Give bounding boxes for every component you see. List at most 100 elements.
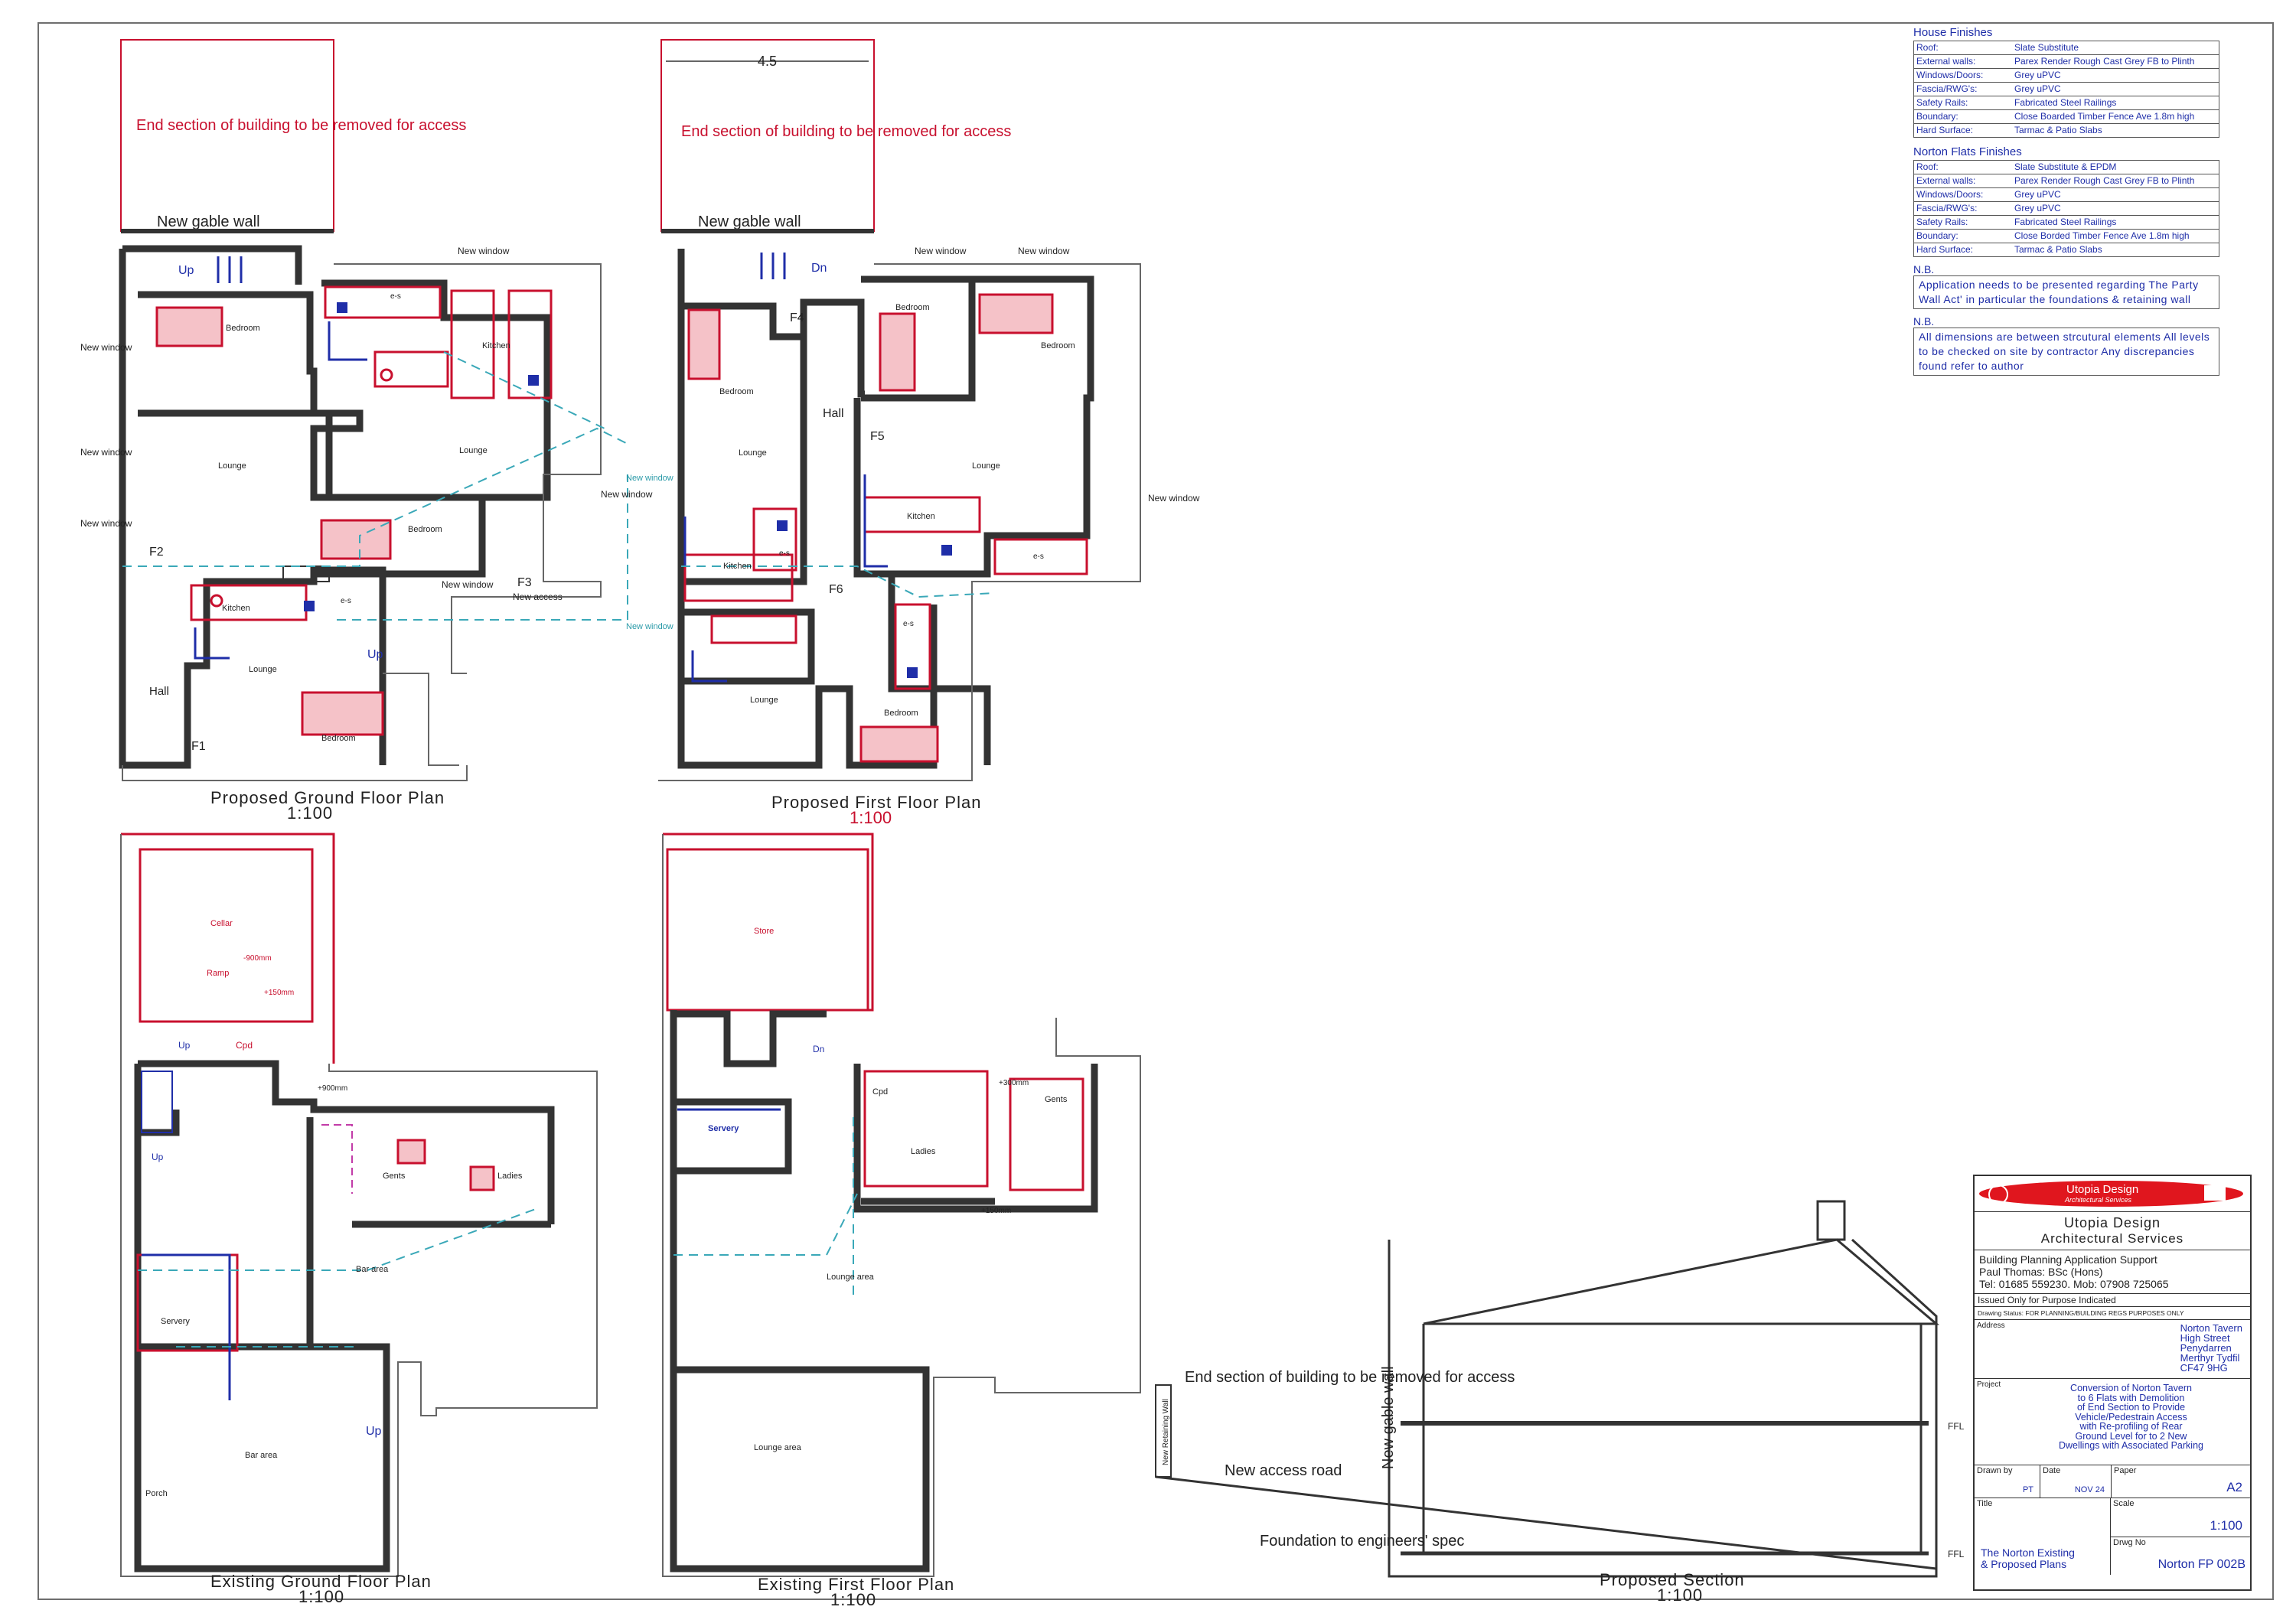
drwg-label: Drwg No: [2113, 1537, 2146, 1547]
room-label: Lounge: [972, 461, 1000, 471]
author-line: Paul Thomas: BSc (Hons): [1979, 1266, 2103, 1278]
plan-scale: 1:100: [287, 803, 333, 823]
room-label: Bedroom: [321, 734, 356, 743]
new-window-label: New window: [626, 474, 673, 483]
kitchen-units: [324, 285, 442, 319]
room-label: Ladies: [497, 1172, 523, 1181]
existing-ground-wall-4: [306, 1117, 386, 1351]
finish-row: Windows/Doors:Grey uPVC: [1914, 187, 2219, 201]
finish-value: Grey uPVC: [2014, 189, 2061, 200]
nb2-title: N.B.: [1913, 315, 1935, 328]
new-window-label: New window: [458, 246, 510, 256]
new-window-label: New window: [626, 622, 673, 631]
new-window-label: New window: [442, 579, 494, 590]
text-line: Dwellings with Associated Parking: [2059, 1440, 2203, 1451]
service-run: [443, 351, 605, 429]
stair: [141, 1071, 173, 1133]
mv-unit: [528, 375, 539, 386]
section-inner: [1422, 1324, 1923, 1555]
nb-title: N.B.: [1913, 263, 1935, 275]
level-label: +150mm: [264, 989, 294, 997]
finish-value: Fabricated Steel Railings: [2014, 97, 2117, 108]
room-label: Bedroom: [226, 324, 260, 333]
plan-title: Existing Ground Floor Plan: [210, 1572, 432, 1591]
logo-text: Utopia Design: [2066, 1183, 2139, 1196]
existing-first-outer: [662, 834, 1141, 1577]
text-line: CF47 9HG: [2180, 1362, 2228, 1374]
svg-text:Dn: Dn: [811, 262, 827, 275]
mv-unit: [777, 520, 788, 531]
ground-plan-wall-west: [119, 249, 386, 769]
room-label: Bedroom: [895, 303, 930, 312]
servery-bar: [142, 1253, 231, 1400]
logo-mark-icon: [1988, 1185, 2008, 1204]
house-finishes-title: House Finishes: [1913, 26, 1993, 39]
logo-ellipse: [1979, 1181, 2243, 1207]
finish-value: Parex Render Rough Cast Grey FB to Plint…: [2014, 56, 2195, 67]
stair-up: Up: [178, 256, 243, 283]
finish-value: Fabricated Steel Railings: [2014, 217, 2117, 227]
kitchen-units: [373, 350, 449, 388]
plan-title: Proposed Ground Floor Plan: [210, 788, 445, 807]
es-label: e-s: [390, 292, 401, 301]
hob-ring: [380, 368, 393, 382]
finish-value: Slate Substitute: [2014, 42, 2079, 53]
scale-value: 1:100: [2210, 1517, 2242, 1533]
proposed-ground-floor-plan: End section of building to be removed fo…: [80, 39, 673, 823]
end-section-note: End section of building to be removed fo…: [1185, 1369, 1515, 1386]
house-icon: [2204, 1185, 2226, 1201]
dimension-value: 4.5: [758, 54, 777, 69]
title-cell: Title The Norton Existing& Proposed Plan…: [1975, 1498, 2111, 1575]
text-line: Penydarren: [2180, 1342, 2232, 1354]
room-label: Lounge: [218, 461, 246, 471]
finish-key: Boundary:: [1916, 230, 1958, 241]
finish-row: Safety Rails:Fabricated Steel Railings: [1914, 96, 2219, 109]
es-label: e-s: [1033, 552, 1044, 561]
first-wall-6: [888, 574, 991, 765]
drawing-title: The Norton Existing& Proposed Plans: [1981, 1547, 2075, 1570]
finish-row: Safety Rails:Fabricated Steel Railings: [1914, 215, 2219, 229]
logo-subtext: Architectural Services: [2065, 1196, 2132, 1204]
drawn-date-paper-row: Drawn by PT Date NOV 24 Paper A2: [1975, 1465, 2250, 1498]
address-label: Address: [1977, 1322, 2005, 1330]
plan-title: Proposed Section: [1600, 1570, 1745, 1589]
title-label: Title: [1977, 1499, 1993, 1508]
first-wall-1: [681, 298, 865, 398]
worktop: [328, 321, 367, 361]
bathroom-units: [894, 603, 931, 690]
existing-ground-outer: [120, 834, 598, 1577]
pink-dash: [321, 1124, 353, 1194]
new-access-label: New access: [513, 592, 563, 602]
plan-scale: 1:100: [830, 1590, 876, 1609]
new-gable-wall-label: New gable wall: [157, 213, 260, 230]
svg-text:Up: Up: [178, 264, 194, 277]
room-label: Bedroom: [719, 387, 754, 396]
worktop: [691, 650, 727, 683]
end-section-outline: [120, 39, 334, 232]
bathroom-units: [752, 507, 797, 572]
finish-row: Fascia/RWG's:Grey uPVC: [1914, 201, 2219, 215]
ground-wall-3: [321, 279, 551, 501]
bed: [978, 293, 1054, 334]
f5-label: F5: [870, 430, 885, 443]
f6-label: F6: [829, 583, 843, 596]
date-label: Date: [2043, 1466, 2061, 1475]
room-label: Lounge: [249, 665, 277, 674]
company-details: Building Planning Application Support Pa…: [1975, 1250, 2250, 1293]
existing-first-wall-4: [853, 1064, 1098, 1213]
text-line: with Re-profiling of Rear: [2079, 1421, 2183, 1432]
text-line: Ground Level for to 2 New: [2075, 1430, 2187, 1442]
nb-note-dimensions: All dimensions are between strcutural el…: [1913, 328, 2219, 376]
level-label: +150mm: [981, 1207, 1011, 1215]
room-label: Servery: [161, 1317, 190, 1326]
level-label: -900mm: [243, 954, 272, 963]
ground-outer-thin-2: [383, 673, 459, 766]
room-label: Cellar: [210, 919, 233, 928]
finish-key: Roof:: [1916, 42, 1939, 53]
